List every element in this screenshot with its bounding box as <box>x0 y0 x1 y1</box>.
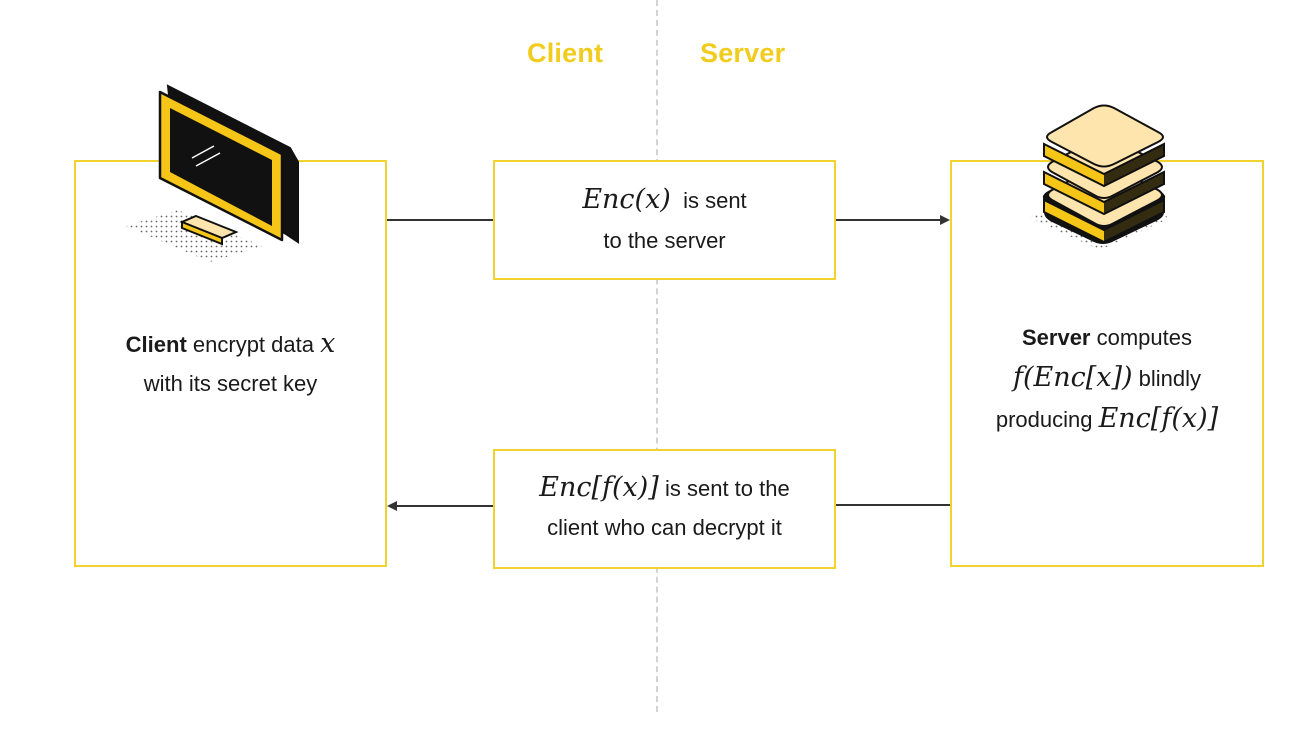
client-side-label: Client <box>527 38 604 68</box>
server-box-line1: Server computes <box>952 318 1262 358</box>
return-arrowhead <box>387 501 397 511</box>
client-box-line2: with its secret key <box>143 371 318 396</box>
server-box-math2: Enc[f(x)] <box>1098 403 1219 434</box>
client-server-divider <box>656 0 658 712</box>
server-side-label: Server <box>700 38 786 68</box>
client-box-text1: encrypt data <box>186 332 321 357</box>
return-box: Enc[f(x)] is sent to the client who can … <box>493 449 836 569</box>
return-box-text1: is sent to the <box>664 476 790 501</box>
return-box-line2: client who can decrypt it <box>547 515 782 540</box>
return-connector <box>387 501 950 511</box>
server-stack-icon <box>1030 104 1170 250</box>
server-box-text2: blindly <box>1138 366 1202 391</box>
server-box-text1: computes <box>1090 325 1192 350</box>
monitor-icon <box>126 84 299 262</box>
send-connector <box>387 215 950 225</box>
send-box-line1: Enc(x) is sent <box>495 180 834 221</box>
server-box-math1: f(Enc[x]) <box>1012 362 1133 393</box>
send-arrowhead <box>940 215 950 225</box>
send-box-math: Enc(x) <box>582 184 671 215</box>
send-box-text1: is sent <box>683 188 747 213</box>
return-box-math: Enc[f(x)] <box>539 472 659 503</box>
server-box-line3: producing Enc[f(x)] <box>952 399 1262 440</box>
client-box: Client encrypt data x with its secret ke… <box>74 160 387 567</box>
server-box-line2: f(Enc[x]) blindly <box>952 358 1262 399</box>
server-box-bold: Server <box>1021 325 1091 350</box>
server-box-text3: producing <box>995 407 1099 432</box>
client-box-bold: Client <box>125 332 187 357</box>
send-box-line2: to the server <box>603 228 726 253</box>
send-box: Enc(x) is sent to the server <box>493 160 836 280</box>
client-box-line1: Client encrypt data x <box>76 324 385 365</box>
client-box-math: x <box>320 328 336 359</box>
return-box-line1: Enc[f(x)] is sent to the <box>495 468 834 509</box>
